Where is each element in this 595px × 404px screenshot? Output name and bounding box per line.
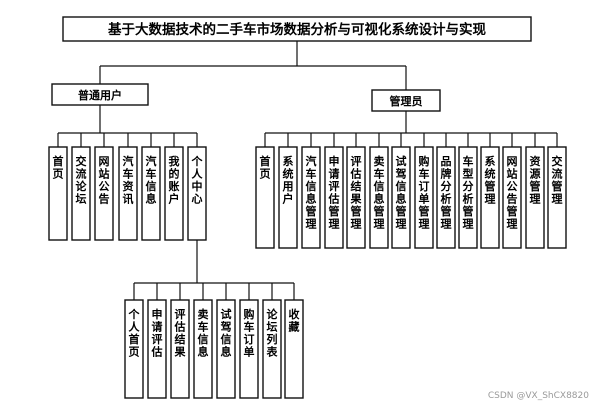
pc-child-7-box: [262, 299, 282, 399]
user-module-6-label: 我的账户: [169, 154, 180, 206]
admin-module-6-box: [369, 146, 389, 249]
admin-module-2-box: [278, 146, 298, 249]
root-box: [62, 16, 532, 42]
user-module-1-box: [48, 146, 68, 241]
admin-module-8-label: 购车订单管理: [419, 154, 430, 231]
role-label-admin: 管理员: [390, 94, 423, 108]
user-module-5-box: [141, 146, 161, 241]
user-module-7-box: [187, 146, 207, 241]
pc-child-4-label: 卖车信息: [198, 307, 209, 359]
admin-module-1-label: 首页: [260, 154, 271, 181]
pc-child-8-label: 收藏: [289, 307, 300, 334]
admin-module-3-label: 汽车信息管理: [306, 154, 317, 231]
user-module-1-label: 首页: [53, 154, 64, 181]
watermark: CSDN @VX_ShCX8820: [487, 391, 589, 401]
user-module-4-label: 汽车资讯: [123, 154, 134, 206]
admin-module-9-label: 品牌分析管理: [441, 155, 452, 231]
admin-module-11-label: 系统管理: [485, 154, 496, 206]
admin-module-1-box: [255, 146, 275, 249]
admin-module-14-label: 交流管理: [552, 154, 563, 206]
admin-module-13-label: 资源管理: [530, 154, 541, 206]
pc-child-1-box: [124, 299, 144, 399]
admin-module-3-box: [301, 146, 321, 249]
pc-child-5-box: [216, 299, 236, 399]
pc-child-3-box: [170, 299, 190, 399]
user-module-2-label: 交流论坛: [76, 154, 88, 206]
pc-child-3-label: 评估结果: [174, 308, 186, 359]
pc-child-4-box: [193, 299, 213, 399]
role-box-user: [51, 83, 149, 106]
user-module-2-box: [71, 146, 91, 241]
admin-module-10-label: 车型分析管理: [463, 154, 474, 231]
admin-module-12-label: 网站公告管理: [507, 155, 518, 231]
pc-child-6-box: [239, 299, 259, 399]
admin-module-11-box: [480, 146, 500, 249]
admin-module-12-box: [502, 146, 522, 249]
user-module-4-box: [118, 146, 138, 241]
admin-module-2-label: 系统用户: [283, 154, 294, 206]
connector-lines: [57, 41, 558, 300]
pc-child-2-label: 申请评估: [151, 307, 163, 359]
pc-child-7-label: 论坛列表: [266, 307, 279, 359]
pc-child-6-label: 购车订单: [244, 307, 255, 359]
user-module-3-box: [94, 146, 114, 241]
user-module-6-box: [164, 146, 184, 241]
admin-module-5-box: [346, 146, 366, 249]
admin-module-10-box: [458, 146, 478, 249]
admin-module-4-box: [324, 146, 344, 249]
admin-module-7-box: [391, 146, 411, 249]
admin-module-14-box: [547, 146, 567, 249]
user-module-5-label: 汽车信息: [146, 154, 157, 206]
admin-module-13-box: [525, 146, 545, 249]
role-label-user: 普通用户: [78, 88, 122, 102]
admin-module-7-label: 试驾信息管理: [395, 154, 407, 231]
user-module-3-label: 网站公告: [99, 155, 110, 206]
admin-module-9-box: [436, 146, 456, 249]
admin-module-8-box: [414, 146, 434, 249]
root-title: 基于大数据技术的二手车市场数据分析与可视化系统设计与实现: [108, 21, 486, 38]
admin-module-4-label: 申请评估管理: [328, 154, 340, 231]
admin-module-5-label: 评估结果管理: [350, 155, 362, 231]
user-module-7-label: 个人中心: [191, 154, 204, 206]
admin-module-6-label: 卖车信息管理: [374, 154, 385, 231]
pc-child-8-box: [284, 299, 304, 399]
role-box-admin: [371, 89, 441, 112]
pc-child-2-box: [147, 299, 167, 399]
pc-child-5-label: 试驾信息: [220, 307, 232, 359]
pc-child-1-label: 个人首页: [128, 307, 141, 359]
